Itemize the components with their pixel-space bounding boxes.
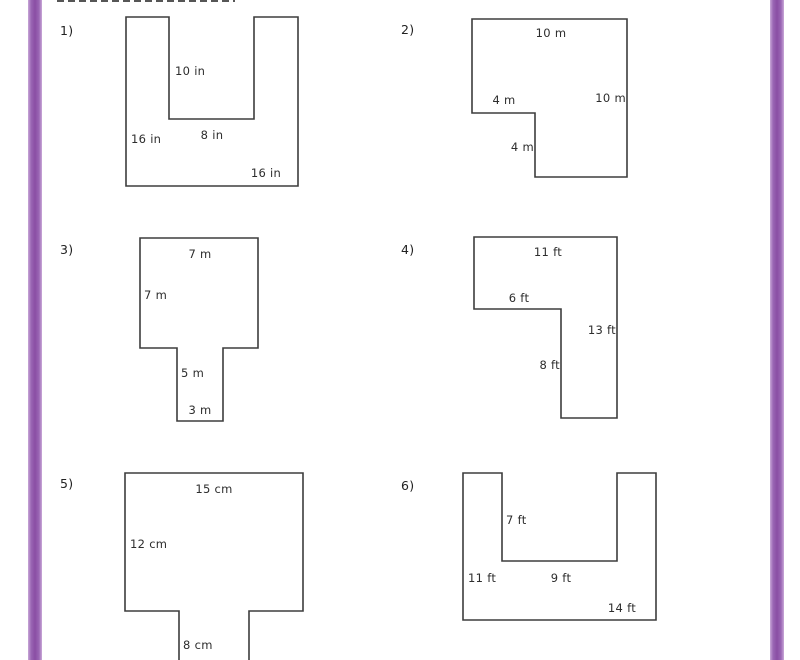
figure-3-outline — [139, 237, 259, 422]
figure-5: 5) 15 cm 12 cm 8 cm — [60, 472, 304, 660]
figure-4-label-top: 11 ft — [534, 245, 562, 259]
figure-3: 3) 7 m 7 m 5 m 3 m — [60, 237, 259, 422]
figure-4: 4) 11 ft 6 ft 13 ft 8 ft — [401, 236, 618, 419]
problem-1-number: 1) — [60, 23, 73, 38]
figure-4-label-step-width: 6 ft — [509, 291, 530, 305]
figure-4-label-step-height: 8 ft — [539, 358, 560, 372]
figure-6-label-notch-width: 9 ft — [551, 571, 572, 585]
figure-3-label-left-side: 7 m — [144, 288, 167, 302]
figure-6: 6) 7 ft 11 ft 9 ft 14 ft — [401, 472, 657, 621]
figure-2-label-top: 10 m — [536, 26, 567, 40]
figure-1-outline — [125, 16, 299, 187]
figure-1-label-bottom: 16 in — [251, 166, 281, 180]
figure-5-outline — [124, 472, 304, 660]
figure-6-label-left-side: 11 ft — [468, 571, 496, 585]
problem-5-number: 5) — [60, 476, 73, 491]
figure-2-label-step-width: 4 m — [492, 93, 515, 107]
problem-4-number: 4) — [401, 242, 414, 257]
figure-6-label-bottom: 14 ft — [608, 601, 636, 615]
figure-6-outline — [462, 472, 657, 621]
figure-6-label-notch-height: 7 ft — [506, 513, 527, 527]
figure-3-label-stem-height: 5 m — [181, 366, 204, 380]
figure-2: 2) 10 m 4 m 10 m 4 m — [401, 18, 628, 178]
problem-3-number: 3) — [60, 242, 73, 257]
clipped-title-remnant — [57, 0, 235, 2]
figure-1-label-left-side: 16 in — [131, 132, 161, 146]
right-border-stripe — [770, 0, 784, 660]
problem-6-number: 6) — [401, 478, 414, 493]
figure-1-label-notch-width: 8 in — [201, 128, 224, 142]
figure-2-label-step-height: 4 m — [511, 140, 534, 154]
figure-5-label-top: 15 cm — [195, 482, 232, 496]
figure-2-label-right-side: 10 m — [595, 91, 626, 105]
figure-5-label-left-side: 12 cm — [130, 537, 167, 551]
figure-4-label-right-side: 13 ft — [588, 323, 616, 337]
figure-1: 1) 10 in 8 in 16 in 16 in — [60, 16, 299, 187]
figure-5-label-stem-width: 8 cm — [183, 638, 213, 652]
figure-4-outline — [473, 236, 618, 419]
left-border-stripe — [28, 0, 42, 660]
figure-2-outline — [471, 18, 628, 178]
figure-3-label-stem-width: 3 m — [188, 403, 211, 417]
figure-1-label-notch-height: 10 in — [175, 64, 205, 78]
problem-2-number: 2) — [401, 22, 414, 37]
figure-3-label-top: 7 m — [188, 247, 211, 261]
